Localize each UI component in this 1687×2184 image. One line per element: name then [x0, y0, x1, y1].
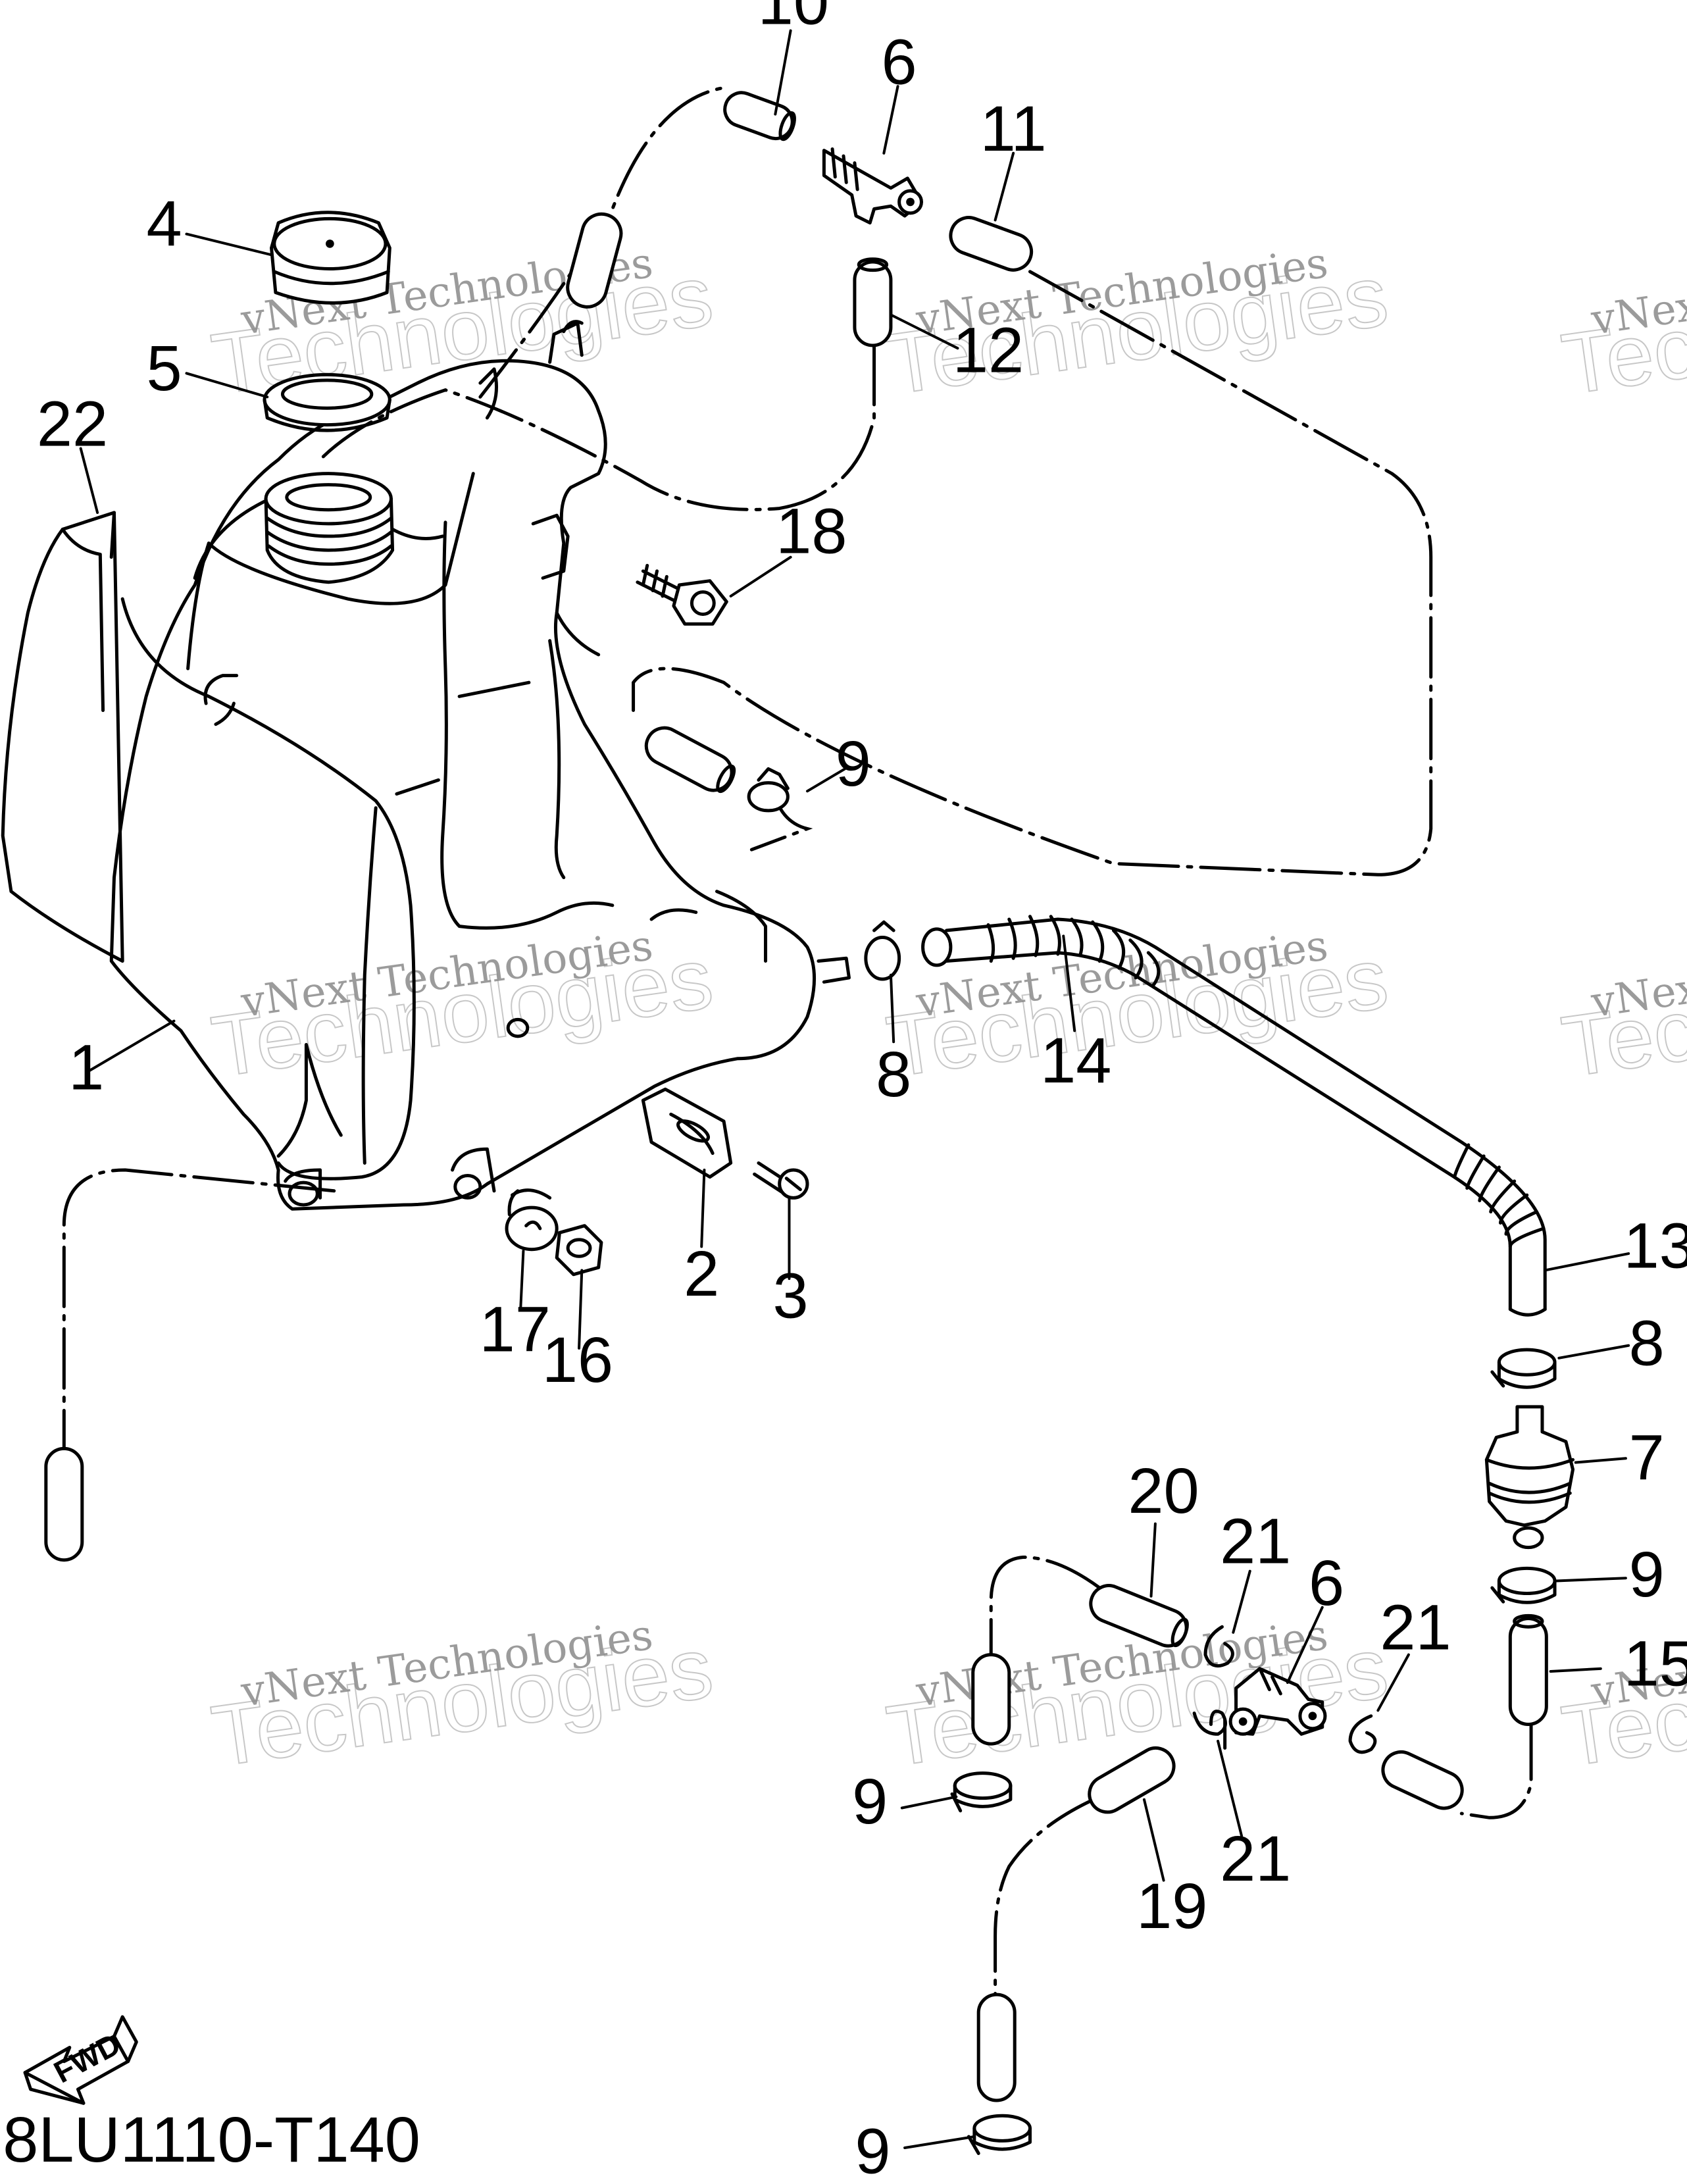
callout-2: 2: [684, 1238, 719, 1309]
hose-routing-lines: [64, 88, 1531, 2006]
callout-13: 13: [1624, 1210, 1687, 1282]
callout-21-right: 21: [1380, 1591, 1451, 1663]
hose-upper-vertical: [563, 210, 625, 311]
hose-12: [855, 259, 891, 345]
hose-19-lower: [978, 1994, 1015, 2100]
callout-19: 19: [1136, 1870, 1207, 1942]
bracket-2: [643, 1089, 730, 1177]
callout-8-lower: 8: [1629, 1308, 1665, 1379]
callout-16: 16: [542, 1324, 613, 1396]
watermark: Technologies vNext Technologies: [205, 921, 720, 1096]
callout-10: 10: [758, 0, 829, 38]
fuel-hose-13: [923, 917, 1546, 1315]
clamp-9-filter: [1492, 1568, 1555, 1602]
bolt-18: [638, 565, 726, 624]
hose-10: [720, 88, 799, 144]
clamp-9-left: [952, 1773, 1011, 1811]
hose-11: [945, 213, 1036, 275]
callout-3: 3: [773, 1260, 809, 1332]
callout-12: 12: [953, 314, 1024, 386]
cap-gasket: [264, 374, 390, 430]
grommet-17: [507, 1190, 557, 1250]
drawing-code: 8LU1110-T140: [3, 2104, 420, 2175]
svg-text:vNext Technologies: vNext Technologies: [1588, 921, 1687, 1027]
callout-18: 18: [776, 495, 847, 567]
svg-text:vNext Technologies: vNext Technologies: [1588, 238, 1687, 344]
callout-20: 20: [1128, 1455, 1199, 1527]
hose-20: [1086, 1580, 1192, 1651]
hose-15: [1510, 1615, 1546, 1724]
screw-3: [755, 1163, 807, 1198]
watermark: Technologies vNext Technologies: [205, 1610, 720, 1786]
callout-labels: 1 2 3 4 5 6 6 7 8 8 9 9 9 9 10 11 12 13 …: [37, 0, 1687, 2184]
clamp-9-bottom: [969, 2116, 1030, 2153]
callout-15: 15: [1624, 1628, 1687, 1700]
clip-21-upper: [1205, 1627, 1232, 1665]
watermark: Technologies vNext Technologies: [880, 921, 1395, 1096]
t-joint-upper: [824, 149, 921, 222]
callout-21-lower: 21: [1220, 1823, 1291, 1894]
callout-21-upper: 21: [1220, 1505, 1291, 1577]
callout-9-bottom: 9: [855, 2115, 890, 2184]
fuel-filter: [1486, 1407, 1573, 1548]
heat-shield: [3, 513, 122, 961]
hose-left-lower: [46, 1448, 82, 1560]
clamp-8-upper: [866, 922, 899, 979]
clip-21-lower: [1194, 1712, 1225, 1735]
callout-4: 4: [147, 188, 182, 259]
fuel-tank: [111, 322, 849, 1209]
hose-lower-right: [1377, 1746, 1468, 1814]
clamp-9-upper: [749, 769, 788, 811]
breather-hose: [640, 722, 740, 798]
callout-7: 7: [1629, 1421, 1665, 1493]
t-joint-lower: [1230, 1669, 1325, 1734]
watermark: Technologies vNext Technologies: [1555, 238, 1687, 414]
callout-1: 1: [68, 1032, 104, 1104]
hose-19: [1083, 1741, 1180, 1819]
clamp-8-lower: [1492, 1350, 1555, 1387]
callout-6-lower: 6: [1309, 1547, 1344, 1619]
callout-9-left: 9: [852, 1765, 888, 1837]
clip-21-right: [1350, 1716, 1375, 1752]
callout-8-upper: 8: [876, 1038, 911, 1110]
callout-22: 22: [37, 388, 108, 460]
fuel-cap: [272, 213, 390, 303]
collar-16: [557, 1226, 601, 1275]
watermark-layer: Technologies vNext Technologies Technolo…: [205, 238, 1687, 1786]
callout-17: 17: [480, 1294, 551, 1365]
callout-6-upper: 6: [882, 26, 917, 97]
callout-14: 14: [1040, 1025, 1111, 1096]
watermark: Technologies vNext Technologies: [1555, 921, 1687, 1096]
fwd-label: FWD: [48, 2027, 126, 2090]
leader-lines: [81, 31, 1628, 2148]
callout-11: 11: [980, 93, 1047, 165]
callout-9-filter: 9: [1629, 1538, 1665, 1610]
callout-5: 5: [147, 332, 182, 404]
callout-9-upper: 9: [836, 728, 871, 800]
fwd-arrow-icon: FWD: [25, 2017, 136, 2103]
hose-20-lower: [973, 1655, 1009, 1744]
